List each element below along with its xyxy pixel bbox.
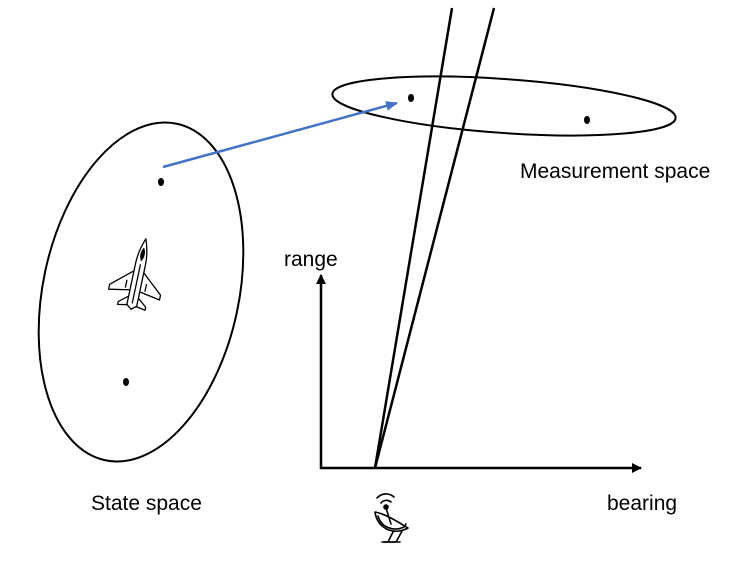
beam-line-right — [373, 7, 496, 469]
measurement-point-left — [408, 94, 414, 102]
range-axis-label: range — [284, 248, 338, 271]
state-point-lower — [123, 378, 129, 386]
measurement-space-label: Measurement space — [520, 160, 710, 183]
bearing-axis-label: bearing — [607, 492, 677, 515]
state-space-label: State space — [91, 492, 202, 515]
beam-line-left — [373, 7, 454, 469]
radar-dish-icon — [374, 493, 409, 543]
measurement-point-right — [584, 116, 590, 124]
measurement-space-ellipse — [331, 75, 677, 137]
state-space-ellipse — [37, 121, 245, 463]
mapping-arrow — [162, 101, 398, 169]
fighter-jet-icon — [107, 238, 162, 311]
state-point-upper — [158, 178, 164, 186]
